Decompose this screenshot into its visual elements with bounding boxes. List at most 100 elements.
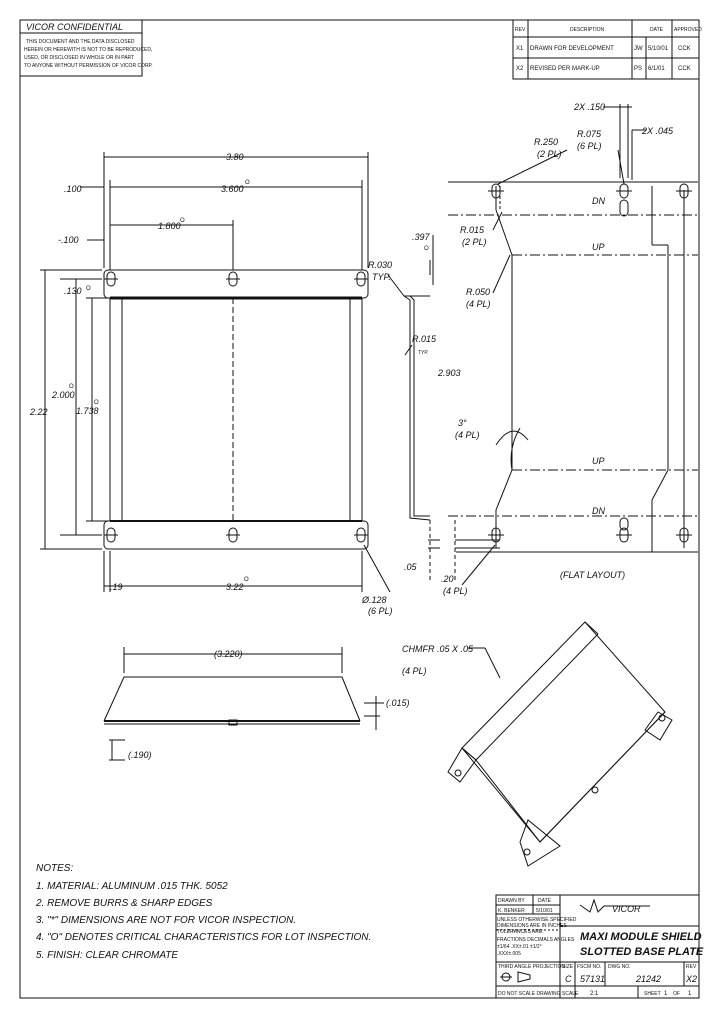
dim-4pl: (4 PL) [443, 586, 468, 596]
note-item: 2. REMOVE BURRS & SHARP EDGES [35, 898, 213, 909]
flat-layout [448, 181, 698, 553]
dim-r030: R.030 [368, 260, 392, 270]
tolerance-line: UNLESS OTHERWISE SPECIFIED [497, 917, 577, 923]
scale-value: 2:1 [590, 991, 599, 997]
vicor-logo: VICOR [612, 904, 641, 914]
dim-r050-pl: (4 PL) [466, 299, 491, 309]
dim-397: .397 [412, 232, 431, 242]
by-cell: PS [634, 66, 642, 72]
desc-cell: DRAWN FOR DEVELOPMENT [530, 46, 614, 52]
tolerance-line: ±1/64 .XX±.01 ±1/2° [497, 944, 542, 950]
dim-222: 2.22 [29, 407, 48, 417]
sheet-label: SHEET [644, 991, 661, 997]
scale-label: SCALE [562, 991, 579, 997]
dim-2x-045: 2X .045 [641, 126, 674, 136]
title-block-frame [495, 894, 700, 999]
dim-chamfer-pl: (4 PL) [402, 666, 427, 676]
dim-overall-width: 3.80 [226, 152, 244, 162]
dim-r075-pl: (6 PL) [577, 141, 602, 151]
drawn-date: 5/10/01 [536, 908, 553, 914]
note-item: 3. "*" DIMENSIONS ARE NOT FOR VICOR INSP… [36, 915, 296, 926]
top-view [103, 269, 369, 550]
dim-2000: 2.000 [51, 390, 75, 400]
dim-130: .130 [64, 286, 82, 296]
dim-chamfer: CHMFR .05 X .05 [402, 644, 474, 654]
title-line-1: MAXI MODULE SHIELD [580, 931, 702, 943]
dwg-value: 21242 [635, 974, 661, 984]
desc-header: DESCRIPTION [570, 27, 605, 33]
end-view [103, 676, 361, 726]
side-view [403, 295, 431, 521]
fscm-label: FSCM NO. [577, 964, 601, 970]
dim-neg-100: -.100 [58, 235, 79, 245]
drawn-by-label: DRAWN BY [498, 898, 525, 904]
critical-mark: O [94, 400, 99, 406]
size-value: C [565, 974, 572, 984]
tolerance-line: .XXX±.005 [497, 951, 521, 957]
sheet-border [19, 19, 700, 999]
rev-cell: X1 [516, 46, 524, 52]
note-item: 5. FINISH: CLEAR CHROMATE [36, 950, 178, 961]
critical-mark: O [86, 286, 91, 292]
no-scale-note: DO NOT SCALE DRAWING [498, 991, 561, 997]
dim-190: (.190) [128, 750, 152, 760]
appr-cell: CCK [678, 46, 691, 52]
desc-cell: REVISED PER MARK-UP [530, 66, 600, 72]
dwg-label: DWG NO. [608, 964, 631, 970]
dim-hole-count: (6 PL) [368, 606, 393, 616]
dim-r250-pl: (2 PL) [537, 149, 562, 159]
dim-3deg: 3° [458, 418, 467, 428]
bend-up: UP [592, 456, 605, 466]
dim-r015b-pl: (2 PL) [462, 237, 487, 247]
of-label: OF [673, 991, 680, 997]
approved-header: APPROVED [674, 27, 702, 33]
dim-r075: R.075 [577, 129, 602, 139]
bend-dn: DN [592, 196, 605, 206]
dim-1800: 1.800 [158, 221, 181, 231]
critical-mark: O [69, 384, 74, 390]
dim-20: .20 [441, 574, 454, 584]
dim-05: .05 [404, 562, 418, 572]
dim-3220: (3.220) [214, 649, 243, 659]
dim-322: 3.22 [226, 582, 244, 592]
critical-mark: O [180, 218, 185, 224]
size-label: SIZE [562, 964, 574, 970]
sheet-value: 1 [664, 991, 668, 997]
confidential-line: TO ANYONE WITHOUT PERMISSION OF VICOR CO… [24, 63, 153, 69]
revision-block [512, 19, 700, 80]
dim-19: .19 [110, 582, 123, 592]
tolerance-line: DIMENSIONS ARE IN INCHES [497, 923, 567, 929]
tolerance-line: FRACTIONS DECIMALS ANGLES [497, 937, 575, 943]
note-item: 1. MATERIAL: ALUMINUM .015 THK. 5052 [36, 881, 228, 892]
date-header: DATE [650, 27, 664, 33]
flat-layout-label: (FLAT LAYOUT) [560, 570, 625, 580]
date-cell: 5/10/01 [648, 46, 669, 52]
rev-cell: X2 [516, 66, 524, 72]
drawn-by: K. BENKER [498, 908, 525, 914]
projection-label: THIRD ANGLE PROJECTION [498, 964, 565, 970]
dim-2x-150: 2X .150 [573, 102, 605, 112]
dim-r015b: R.015 [460, 225, 485, 235]
bend-dn: DN [592, 506, 605, 516]
fscm-value: 57131 [580, 974, 605, 984]
dim-typ2: TYP. [418, 350, 428, 356]
critical-mark: O [245, 180, 250, 186]
dim-2903: 2.903 [437, 368, 461, 378]
date-label: DATE [538, 898, 552, 904]
dim-r015: R.015 [412, 334, 437, 344]
confidential-line: USED, OR DISCLOSED IN WHOLE OR IN PART [24, 55, 134, 61]
dim-r050: R.050 [466, 287, 490, 297]
dim-100: .100 [64, 184, 82, 194]
dim-1738: 1.738 [76, 406, 99, 416]
dim-3deg-pl: (4 PL) [455, 430, 480, 440]
dim-3600: 3.600 [221, 184, 244, 194]
dim-015: (.015) [386, 698, 410, 708]
rev-label: REV [686, 964, 697, 970]
bend-up: UP [592, 242, 605, 252]
date-cell: 6/1/01 [648, 66, 665, 72]
rev-value: X2 [685, 974, 697, 984]
by-cell: JW [634, 46, 643, 52]
tolerance-line: TOLERANCES ARE: [497, 929, 544, 935]
title-line-2: SLOTTED BASE PLATE [580, 946, 704, 958]
isometric-view [447, 621, 673, 867]
